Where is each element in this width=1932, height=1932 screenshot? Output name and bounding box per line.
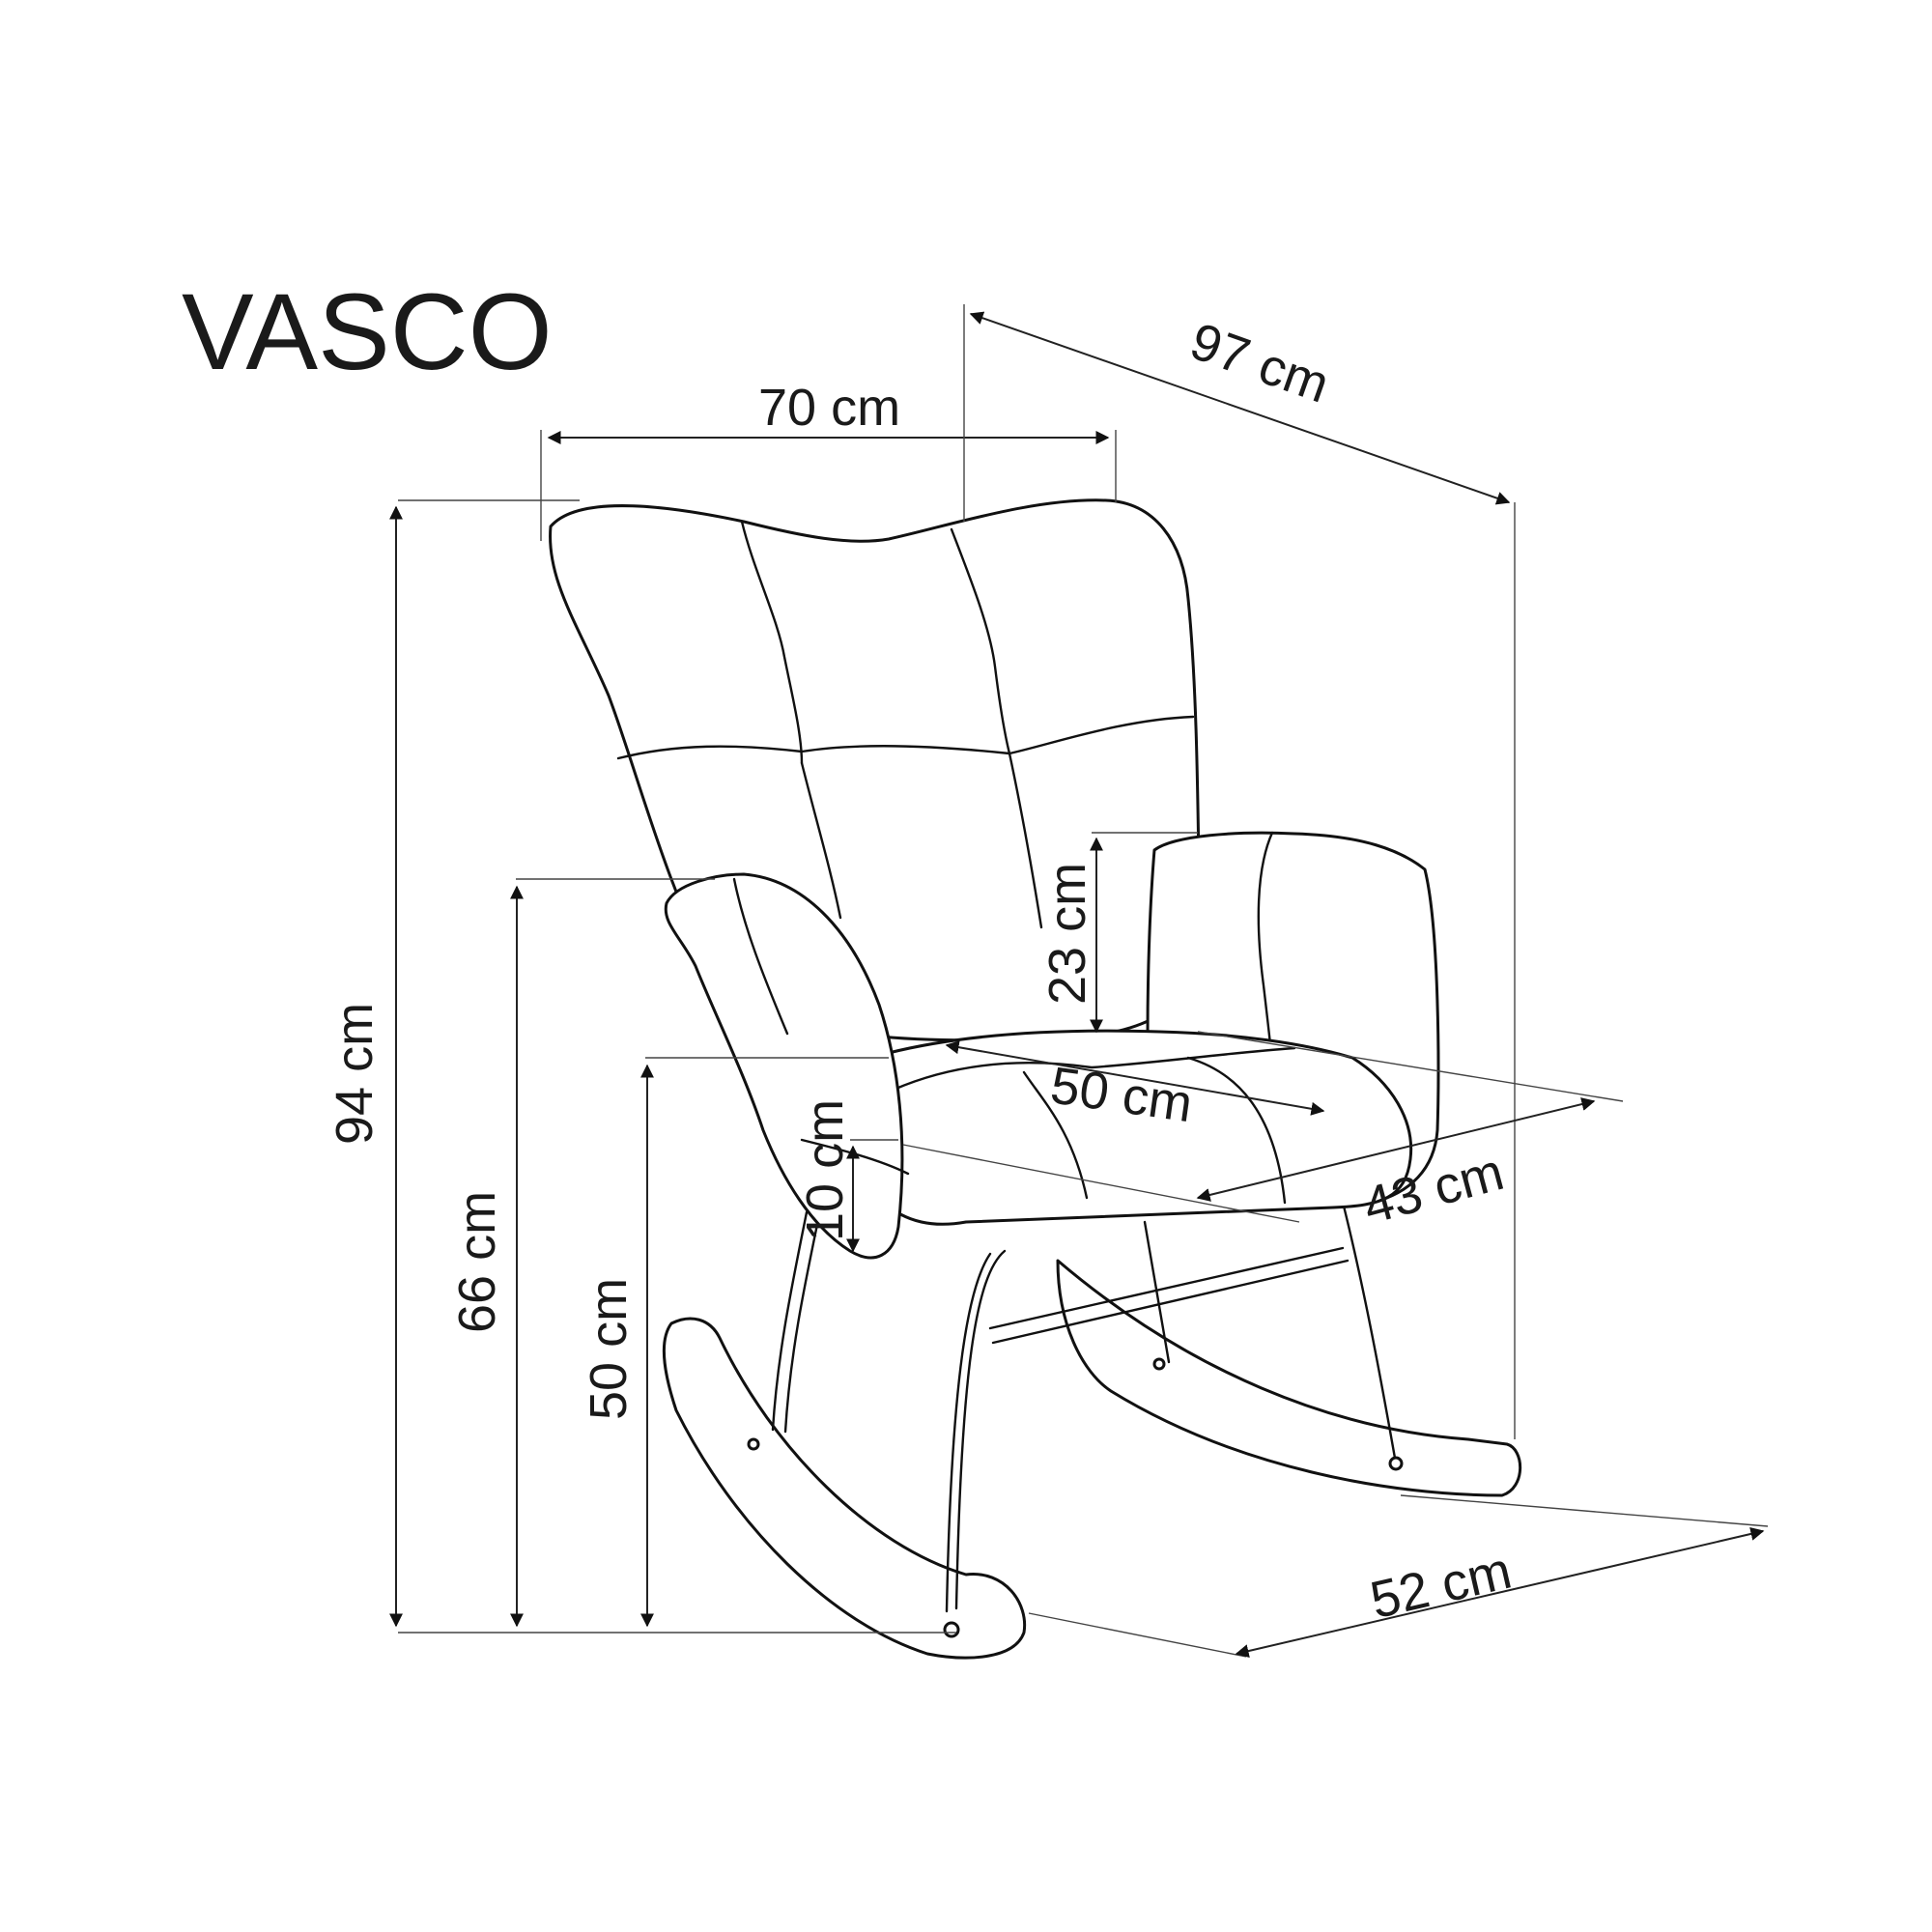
dim-seat-depth-line bbox=[1196, 1097, 1596, 1202]
dim-depth-line bbox=[969, 311, 1511, 505]
armrest-left bbox=[664, 872, 904, 1260]
dim-base-depth-line bbox=[1235, 1527, 1765, 1658]
dim-height-label: 94 cm bbox=[326, 1003, 384, 1145]
backrest bbox=[549, 498, 1202, 1042]
leg-front-right bbox=[954, 1249, 1007, 1610]
dim-seat-height-label: 50 cm bbox=[580, 1278, 638, 1420]
dim-armrest-height-label: 66 cm bbox=[448, 1191, 506, 1333]
dim-depth-label: 97 cm bbox=[1183, 312, 1337, 414]
dim-width-label: 70 cm bbox=[758, 379, 900, 437]
rocking-chair-illustration bbox=[549, 498, 1522, 1660]
dim-base-depth-label: 52 cm bbox=[1365, 1542, 1517, 1631]
leg-back-left bbox=[1143, 1220, 1171, 1364]
product-title: VASCO bbox=[182, 271, 553, 392]
dim-arm-above-seat-label: 23 cm bbox=[1038, 863, 1096, 1005]
dim-cushion-label: 10 cm bbox=[796, 1099, 854, 1241]
dimension-annotations: 70 cm 97 cm 94 cm 66 cm 50 cm 23 cm 10 c… bbox=[326, 304, 1769, 1658]
rocker-back bbox=[1056, 1259, 1522, 1497]
leg-front-left bbox=[771, 1210, 809, 1432]
stretcher-bar bbox=[991, 1259, 1350, 1345]
rocker-front bbox=[662, 1317, 1027, 1660]
leg-back-right bbox=[1336, 1181, 1398, 1465]
seat-cushion bbox=[863, 1029, 1413, 1226]
